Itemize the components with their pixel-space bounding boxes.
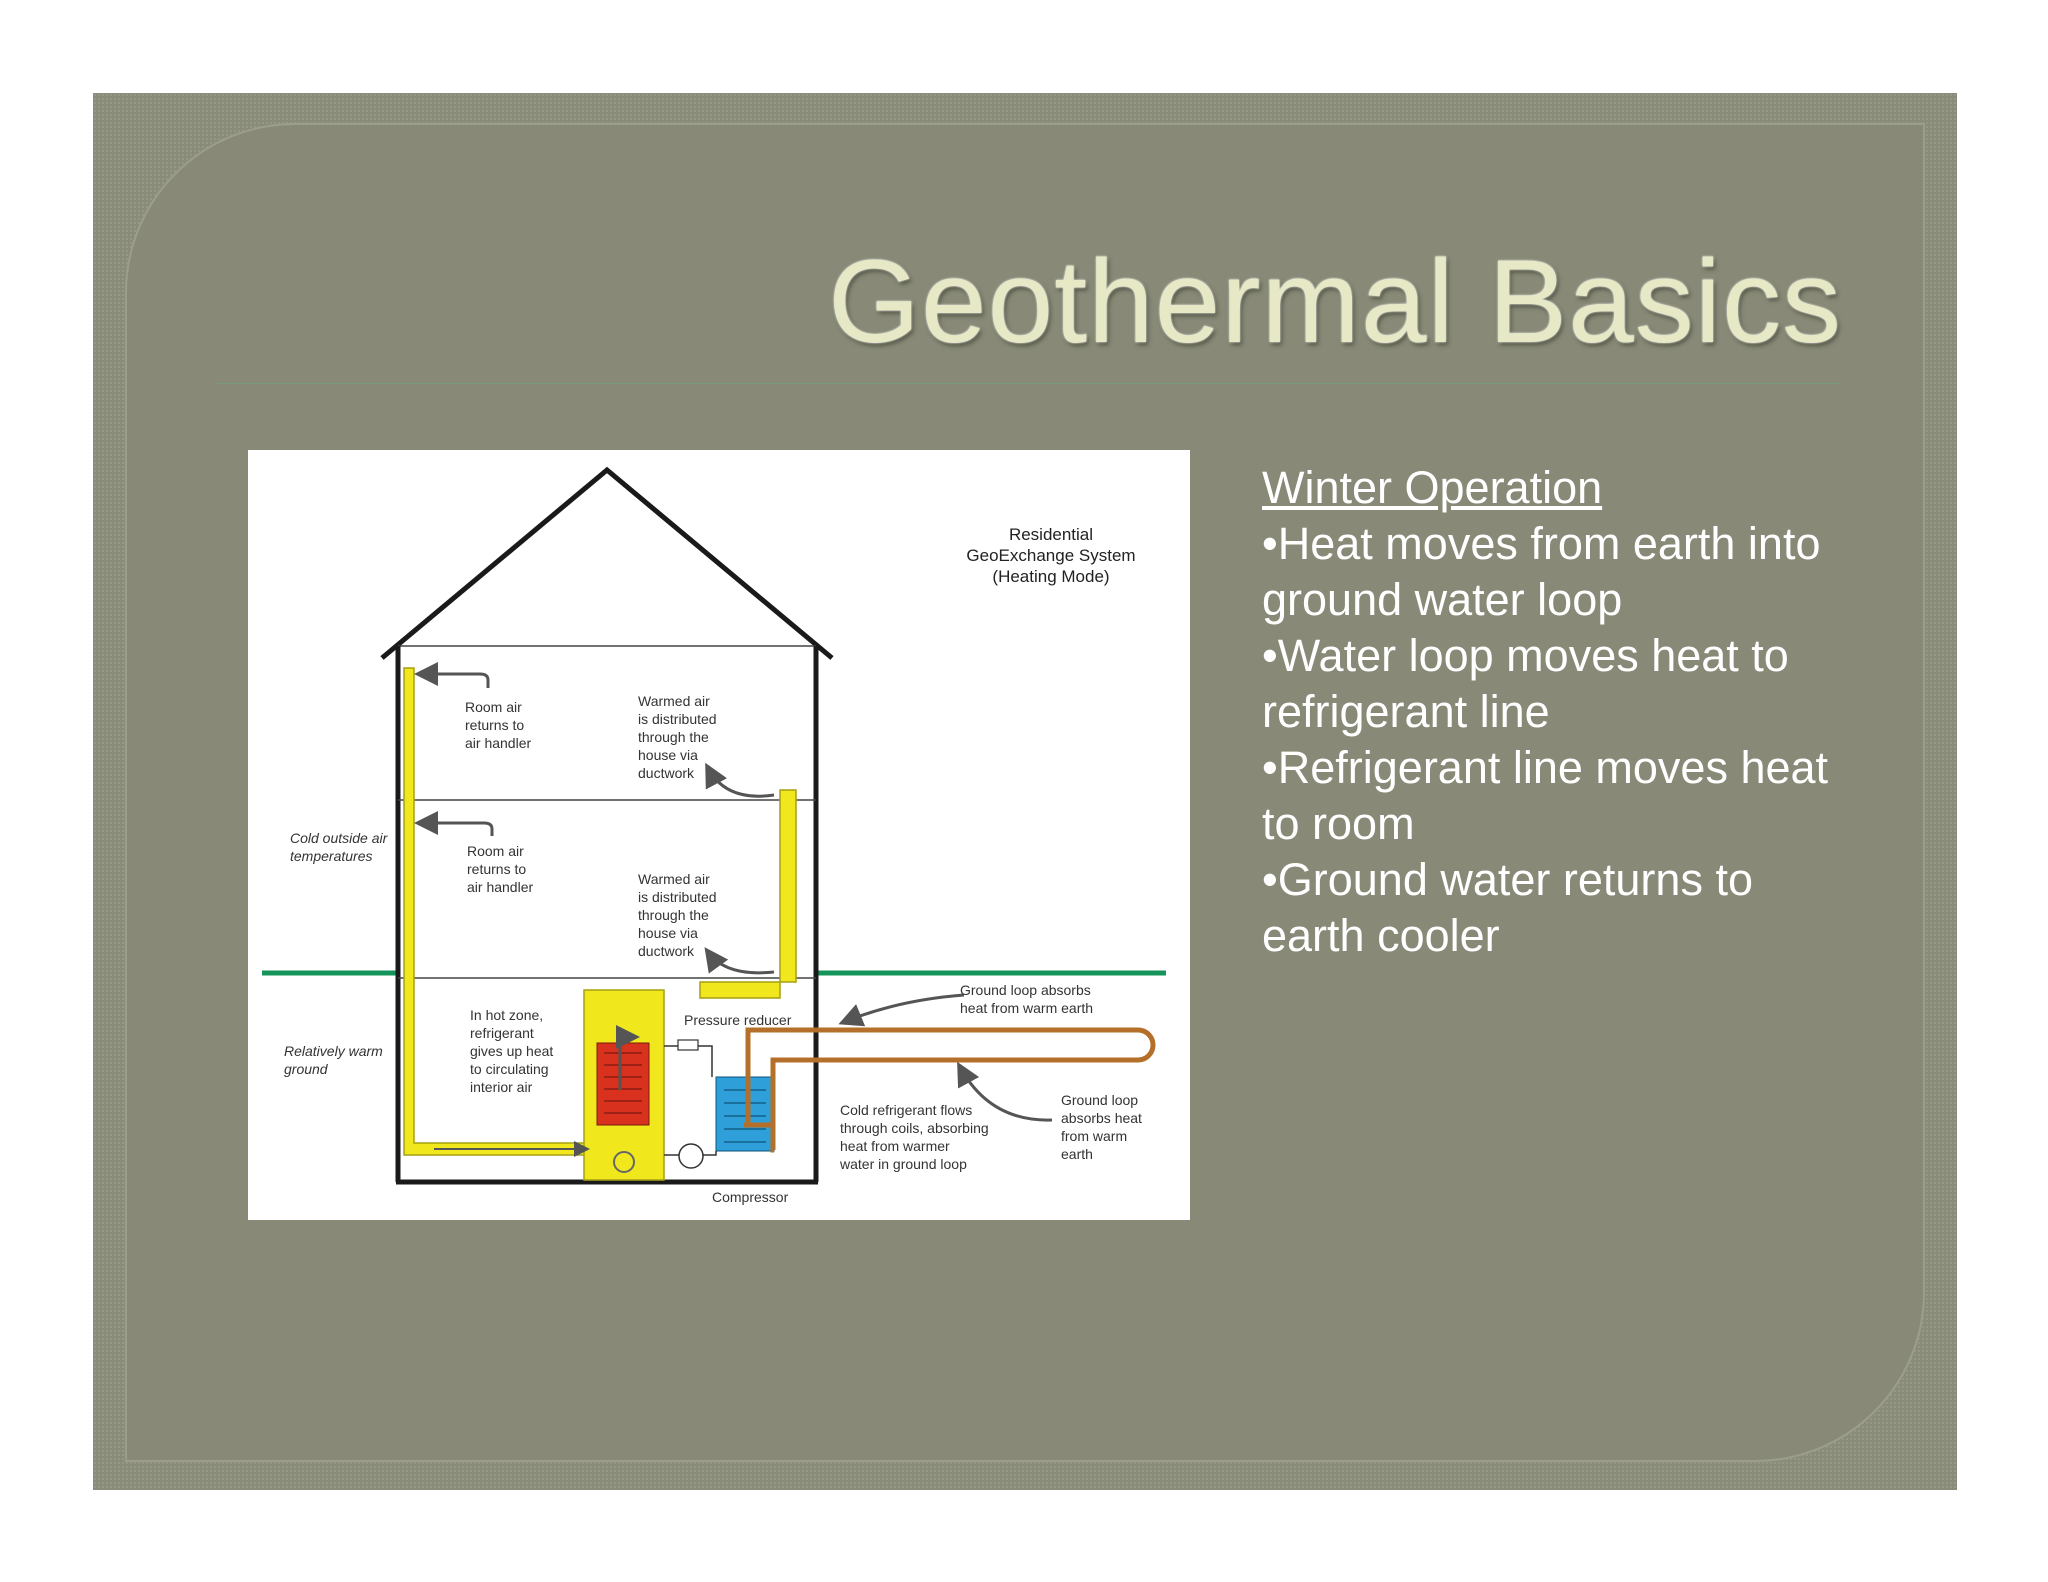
cold-coil [715, 1076, 775, 1152]
label-cold-outside: Cold outside air temperatures [290, 830, 389, 864]
label-compressor: Compressor [712, 1189, 789, 1205]
svg-text:house via: house via [638, 747, 698, 763]
svg-text:Cold outside air: Cold outside air [290, 830, 389, 846]
arrow-ground-loop [838, 993, 965, 1027]
label-ground-loop-right: Ground loop absorbs heat from warm earth [1061, 1092, 1142, 1162]
bullet-item: •Refrigerant line moves heat to room [1262, 742, 1829, 849]
content-heading: Winter Operation [1262, 462, 1603, 513]
title-divider [215, 383, 1841, 384]
svg-text:temperatures: temperatures [290, 848, 372, 864]
svg-text:ductwork: ductwork [638, 943, 695, 959]
cold-coil-windings [724, 1089, 766, 1143]
refrigerant-line [664, 1045, 717, 1156]
svg-text:returns to: returns to [465, 717, 524, 733]
bullet-item: •Water loop moves heat to refrigerant li… [1262, 630, 1789, 737]
compressor-icon [678, 1143, 704, 1169]
svg-text:Warmed air: Warmed air [638, 693, 710, 709]
svg-text:through the: through the [638, 907, 709, 923]
hot-coil [596, 1042, 650, 1126]
label-cold-refrigerant: Cold refrigerant flows through coils, ab… [839, 1102, 989, 1172]
label-warmed-air-lower: Warmed air is distributed through the ho… [638, 871, 717, 959]
label-room-air-upper: Room air returns to air handler [465, 699, 531, 751]
label-warm-ground: Relatively warm ground [284, 1043, 383, 1077]
svg-text:Warmed air: Warmed air [638, 871, 710, 887]
svg-text:water in ground loop: water in ground loop [839, 1156, 967, 1172]
svg-text:Cold refrigerant flows: Cold refrigerant flows [840, 1102, 972, 1118]
svg-text:heat from warm earth: heat from warm earth [960, 1000, 1093, 1016]
svg-text:returns to: returns to [467, 861, 526, 877]
label-room-air-lower: Room air returns to air handler [467, 843, 533, 895]
diagram-title-line-3: (Heating Mode) [992, 567, 1109, 586]
svg-text:In hot zone,: In hot zone, [470, 1007, 543, 1023]
svg-text:gives up heat: gives up heat [470, 1043, 553, 1059]
label-ground-loop-top: Ground loop absorbs heat from warm earth [960, 982, 1093, 1016]
house-roof [380, 466, 834, 660]
svg-text:interior air: interior air [470, 1079, 533, 1095]
svg-text:earth: earth [1061, 1146, 1093, 1162]
diagram-title-line-2: GeoExchange System [966, 546, 1135, 565]
arrow-handler-up [615, 1025, 640, 1090]
label-hot-zone: In hot zone, refrigerant gives up heat t… [470, 1007, 553, 1095]
bullet-item: •Ground water returns to earth cooler [1262, 854, 1753, 961]
svg-text:Room air: Room air [465, 699, 522, 715]
bullet-item: •Heat moves from earth into ground water… [1262, 518, 1821, 625]
svg-text:heat from warmer: heat from warmer [840, 1138, 950, 1154]
ground-loop [744, 1027, 1156, 1153]
arrow-warmed-air-lower [704, 947, 775, 975]
svg-text:Ground loop: Ground loop [1061, 1092, 1138, 1108]
supply-duct [699, 789, 797, 999]
svg-text:refrigerant: refrigerant [470, 1025, 534, 1041]
svg-text:absorbs heat: absorbs heat [1061, 1110, 1142, 1126]
svg-text:through the: through the [638, 729, 709, 745]
label-warmed-air-upper: Warmed air is distributed through the ho… [638, 693, 717, 781]
svg-text:is distributed: is distributed [638, 711, 717, 727]
arrow-room-air-lower [414, 811, 494, 836]
hot-coil-windings [604, 1052, 642, 1114]
svg-text:air handler: air handler [465, 735, 531, 751]
geoexchange-diagram: Residential GeoExchange System (Heating … [248, 450, 1190, 1220]
svg-text:house via: house via [638, 925, 698, 941]
svg-text:is distributed: is distributed [638, 889, 717, 905]
content-text: Winter Operation •Heat moves from earth … [1262, 460, 1862, 964]
fan-icon [613, 1151, 635, 1173]
pressure-reducer-valve [677, 1039, 699, 1051]
slide-title: Geothermal Basics [828, 236, 1842, 368]
svg-text:Ground loop absorbs: Ground loop absorbs [960, 982, 1091, 998]
svg-text:ground: ground [284, 1061, 329, 1077]
svg-text:Room air: Room air [467, 843, 524, 859]
svg-text:air handler: air handler [467, 879, 533, 895]
svg-text:from warm: from warm [1061, 1128, 1127, 1144]
svg-text:to circulating: to circulating [470, 1061, 549, 1077]
arrow-room-air-upper [414, 662, 490, 688]
svg-text:Relatively warm: Relatively warm [284, 1043, 383, 1059]
arrow-cold-refrigerant [957, 1061, 1053, 1122]
svg-text:through coils, absorbing: through coils, absorbing [840, 1120, 989, 1136]
arrow-warmed-air-upper [705, 762, 775, 798]
label-pressure-reducer: Pressure reducer [684, 1012, 792, 1028]
diagram-title-line-1: Residential [1009, 525, 1093, 544]
svg-text:ductwork: ductwork [638, 765, 695, 781]
